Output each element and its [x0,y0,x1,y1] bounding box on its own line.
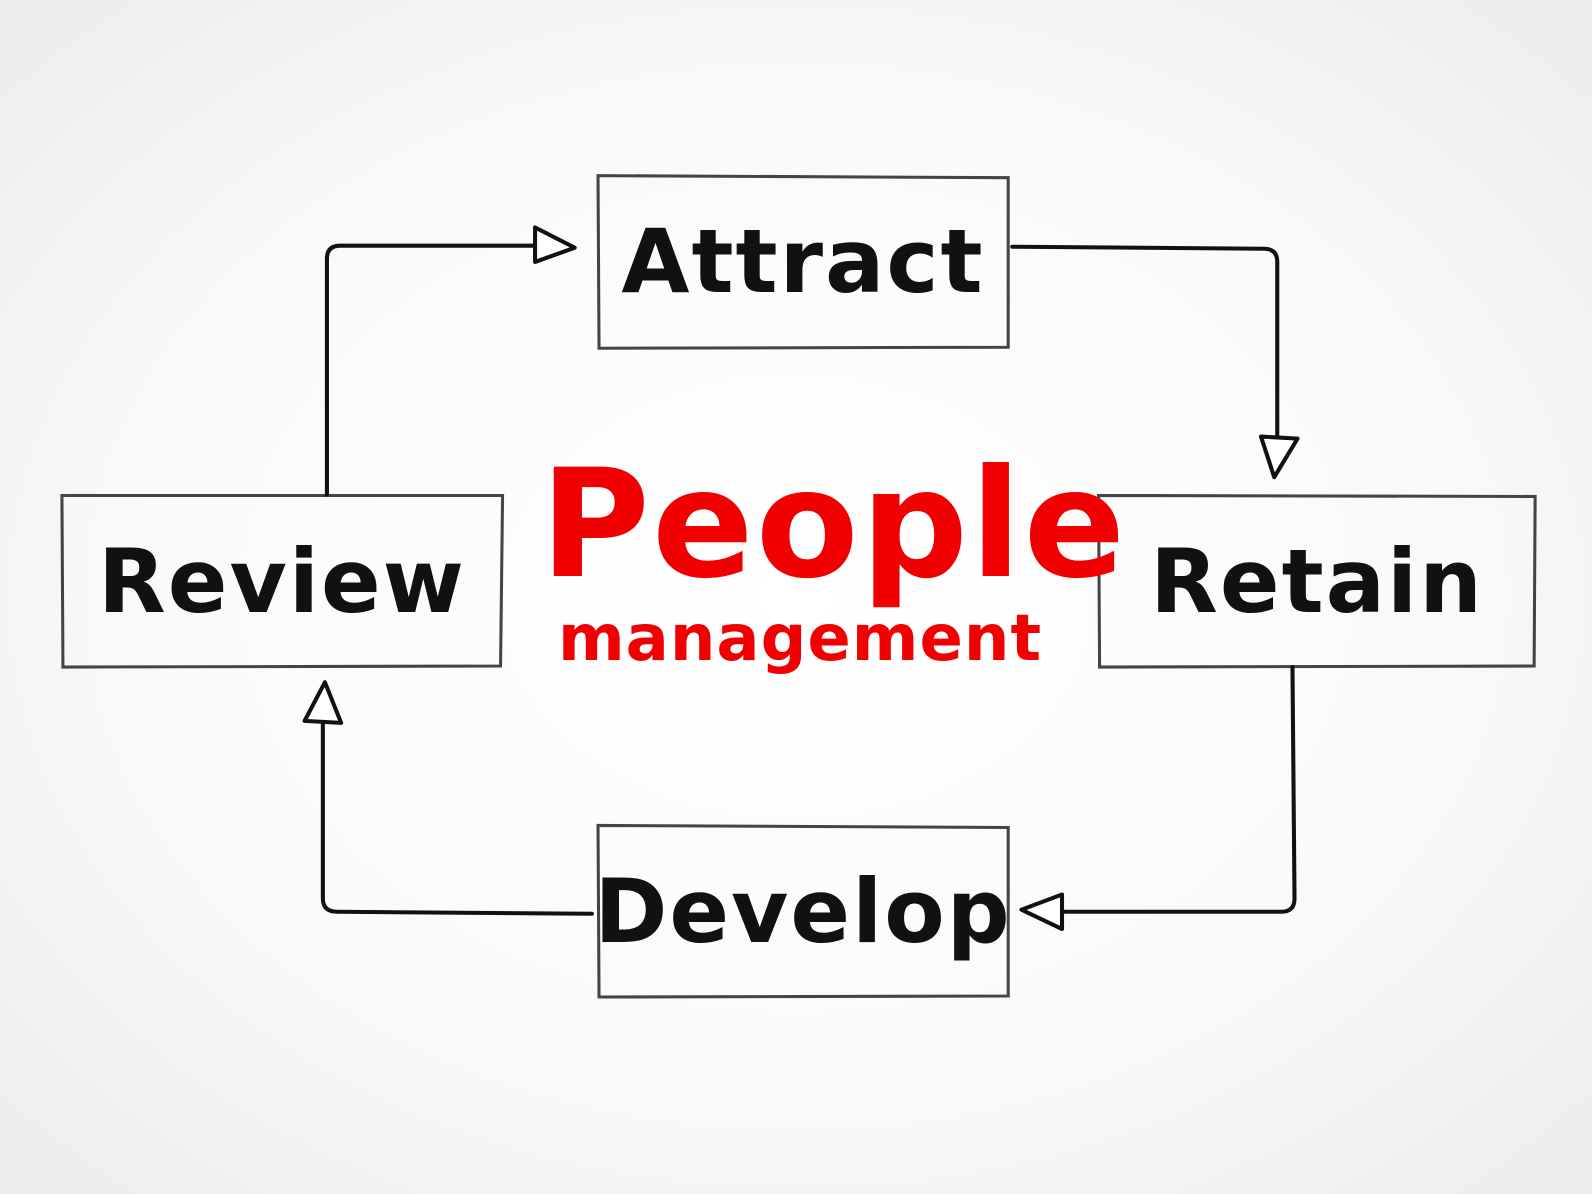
arrow-review-to-attract [324,243,551,497]
attract-box-frame [596,174,1010,350]
retain-box-frame [1097,493,1537,669]
title-sub: management [557,602,1043,676]
arrowhead-attract [533,225,577,264]
stage-attract: Attract [597,176,1009,346]
stage-retain-label: Retain [1150,529,1484,633]
arrowhead-develop [1019,892,1065,932]
stage-review-label: Review [98,529,466,633]
arrow-attract-to-retain [1010,244,1280,449]
title-main: People [540,438,1128,612]
arrowhead-retain [1258,434,1300,480]
develop-box-frame [596,823,1010,999]
arrow-retain-to-develop [1043,665,1297,914]
stage-develop-label: Develop [594,859,1012,963]
stage-retain: Retain [1099,496,1535,666]
review-box-frame [60,493,505,669]
arrow-develop-to-review [320,708,594,916]
stage-attract-label: Attract [621,209,985,313]
stage-review: Review [62,496,502,666]
arrowhead-review [302,680,344,725]
central-title: People management [540,438,1128,676]
stage-develop: Develop [594,826,1012,996]
